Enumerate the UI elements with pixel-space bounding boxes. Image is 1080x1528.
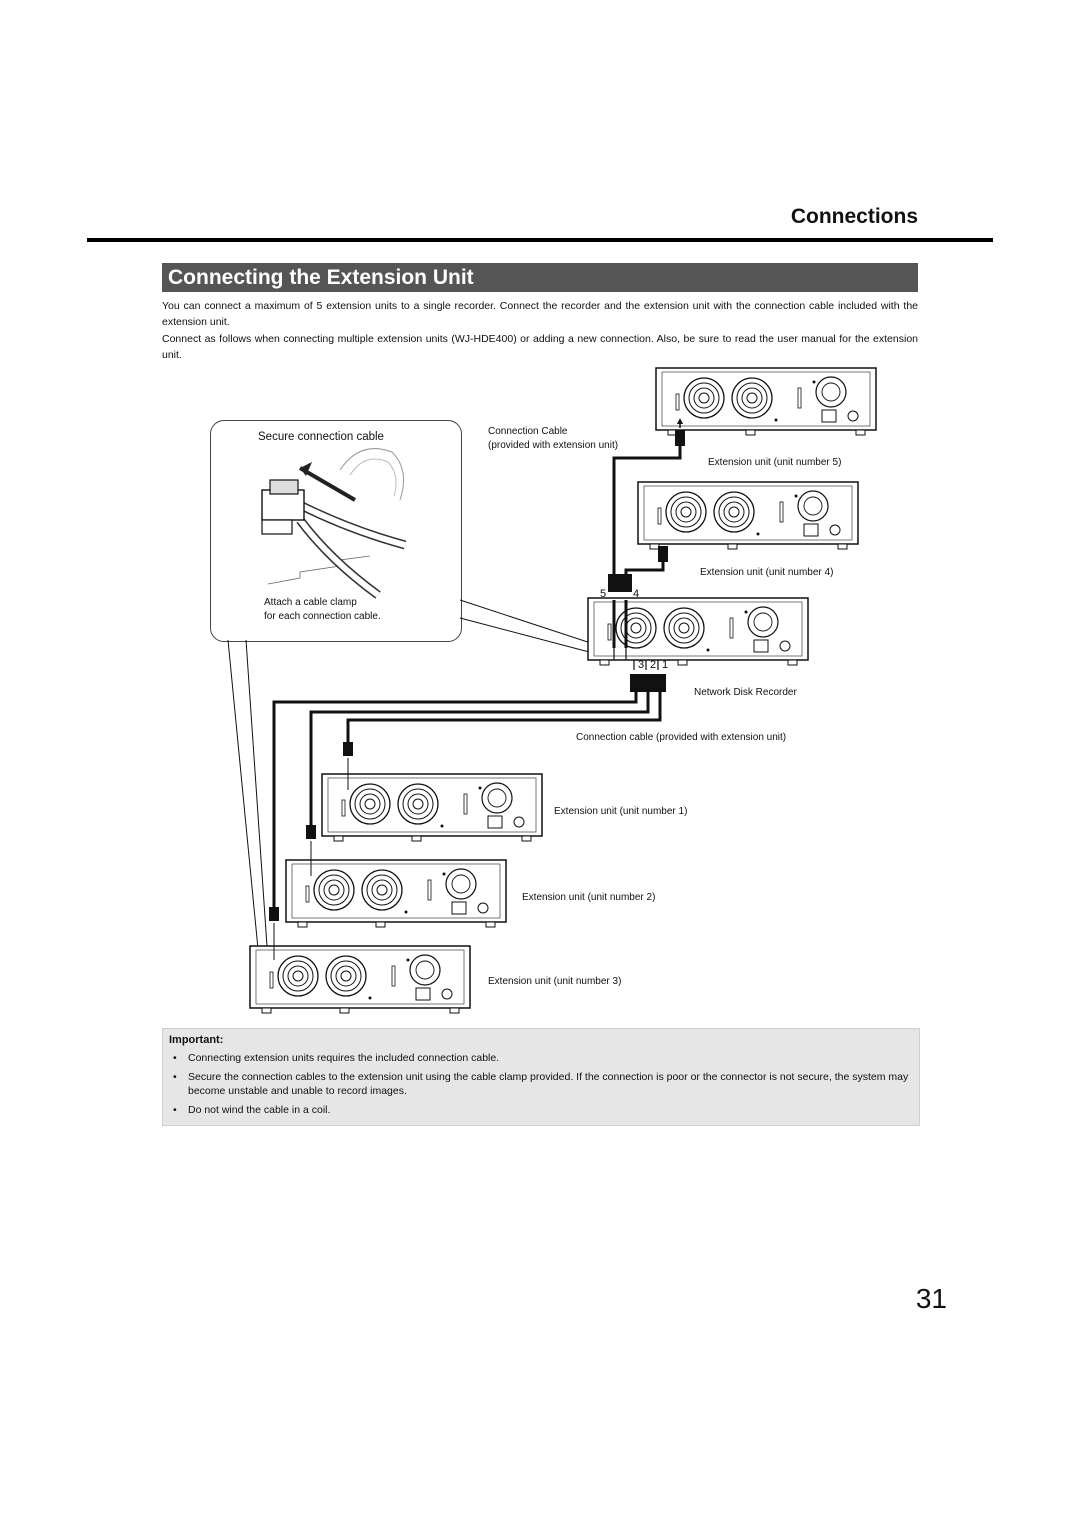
header-rule	[87, 238, 993, 242]
cable-label-2: (provided with extension unit)	[488, 440, 618, 451]
extension-unit-2	[286, 860, 506, 927]
bullet: •	[173, 1052, 177, 1064]
unit3-label: Extension unit (unit number 3)	[488, 976, 621, 987]
important-list: • Connecting extension units requires the…	[169, 1051, 911, 1121]
important-item-2: Secure the connection cables to the exte…	[188, 1070, 909, 1098]
clamp-illustration	[261, 448, 407, 599]
list-item: • Connecting extension units requires the…	[169, 1051, 911, 1066]
port1-label: 1	[662, 659, 668, 671]
extension-unit-5	[656, 368, 876, 435]
bullet: •	[173, 1103, 177, 1116]
page-number: 31	[915, 1283, 947, 1314]
callout-note-1: Attach a cable clamp	[264, 597, 357, 608]
section-title-bar: Connecting the Extension Unit	[162, 263, 918, 292]
network-disk-recorder	[588, 598, 808, 665]
callout-box	[210, 420, 462, 642]
cable-bottom-label: Connection cable (provided with extensio…	[576, 732, 786, 743]
lower-cables	[272, 690, 662, 908]
recorder-label: Network Disk Recorder	[694, 687, 797, 698]
important-item-1: Connecting extension units requires the …	[188, 1052, 500, 1064]
important-title: Important:	[169, 1034, 224, 1046]
port5-label: 5	[600, 588, 606, 600]
port3-label: 3	[638, 659, 644, 671]
unit1-label: Extension unit (unit number 1)	[554, 806, 687, 817]
list-item: • Do not wind the cable in a coil.	[169, 1103, 911, 1118]
callout-note-2: for each connection cable.	[264, 611, 381, 622]
important-item-3: Do not wind the cable in a coil.	[188, 1103, 331, 1116]
cable-label-1: Connection Cable	[488, 426, 568, 437]
section-title: Connecting the Extension Unit	[168, 266, 474, 289]
port4-label: 4	[633, 588, 639, 600]
upper-cables	[612, 446, 682, 648]
extension-unit-1	[322, 774, 542, 841]
port2-label: 2	[650, 659, 656, 671]
intro-paragraph-1: You can connect a maximum of 5 extension…	[162, 300, 918, 328]
important-box: Important: • Connecting extension units r…	[162, 1028, 920, 1126]
extension-unit-3	[250, 946, 470, 1013]
unit2-label: Extension unit (unit number 2)	[522, 892, 655, 903]
unit4-label: Extension unit (unit number 4)	[700, 567, 833, 578]
callout-title: Secure connection cable	[258, 431, 384, 443]
intro-paragraph-2: Connect as follows when connecting multi…	[162, 333, 918, 361]
bullet: •	[173, 1070, 177, 1083]
list-item: • Secure the connection cables to the ext…	[169, 1070, 911, 1099]
extension-unit-4	[638, 482, 858, 549]
unit5-label: Extension unit (unit number 5)	[708, 457, 841, 468]
page-header-title: Connections	[790, 205, 918, 228]
